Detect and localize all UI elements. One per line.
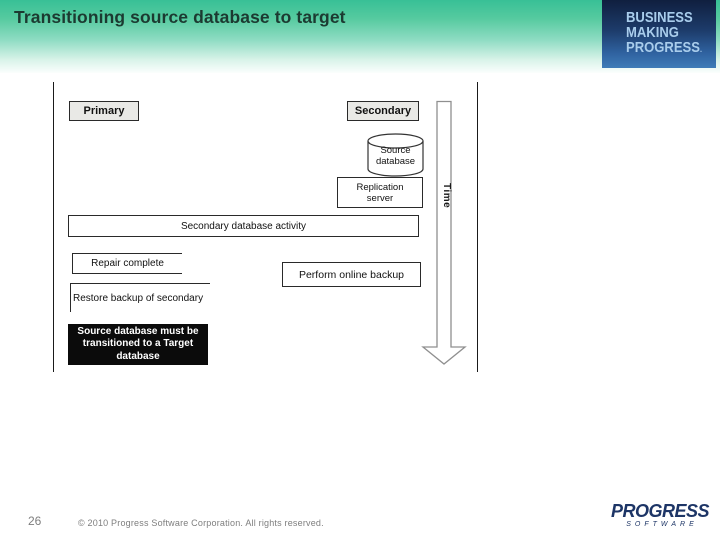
source-db-line-2: database — [375, 155, 416, 167]
brand-line-3: PROGRESS — [626, 40, 700, 56]
time-axis-label: Time — [441, 183, 452, 209]
header-banner: Transitioning source database to target … — [0, 0, 720, 73]
diagram-right-rule — [477, 82, 478, 372]
transition-note-line-3: database — [116, 350, 160, 362]
repair-complete-label: Repair complete — [91, 258, 164, 269]
progress-software-logo: PROGRESS SOFTWARE — [606, 502, 714, 528]
progress-logo-subtitle: SOFTWARE — [626, 521, 698, 528]
database-icon — [367, 133, 424, 177]
page-title: Transitioning source database to target — [14, 7, 346, 27]
brand-trademark: . — [699, 45, 702, 54]
primary-label: Primary — [83, 105, 125, 117]
restore-backup-label: Restore backup of secondary — [73, 292, 204, 304]
repair-complete-box: Repair complete — [72, 253, 182, 274]
transition-note-line-2: transitioned to a Target — [82, 338, 194, 350]
secondary-label: Secondary — [354, 105, 412, 117]
time-arrow-icon — [421, 100, 467, 365]
copyright-text: © 2010 Progress Software Corporation. Al… — [78, 518, 324, 528]
slide-page-number: 26 — [28, 514, 42, 528]
perform-online-backup-label: Perform online backup — [298, 268, 405, 281]
secondary-node: Secondary — [347, 101, 419, 121]
brand-logo-text: BUSINESS MAKING PROGRESS. — [626, 11, 702, 57]
replication-server-box: Replication server — [337, 177, 423, 208]
source-database-cylinder: Source database — [367, 133, 424, 177]
progress-logo-name: PROGRESS — [610, 501, 710, 521]
perform-online-backup-box: Perform online backup — [282, 262, 421, 287]
transition-note-box: Source database must be transitioned to … — [68, 324, 208, 365]
replication-line-1: Replication — [356, 181, 404, 193]
restore-backup-box: Restore backup of secondary — [70, 283, 210, 312]
primary-node: Primary — [69, 101, 139, 121]
business-making-progress-logo: BUSINESS MAKING PROGRESS. — [602, 0, 716, 68]
diagram-left-rule — [53, 82, 54, 372]
replication-line-2: server — [366, 192, 394, 204]
source-database-label: Source database — [367, 145, 424, 167]
source-db-line-1: Source — [380, 145, 411, 156]
secondary-activity-box: Secondary database activity — [68, 215, 419, 237]
secondary-activity-label: Secondary database activity — [180, 220, 307, 232]
brand-line-1: BUSINESS — [626, 10, 693, 26]
transition-note-line-1: Source database must be — [77, 325, 199, 337]
brand-line-2: MAKING — [626, 25, 679, 41]
